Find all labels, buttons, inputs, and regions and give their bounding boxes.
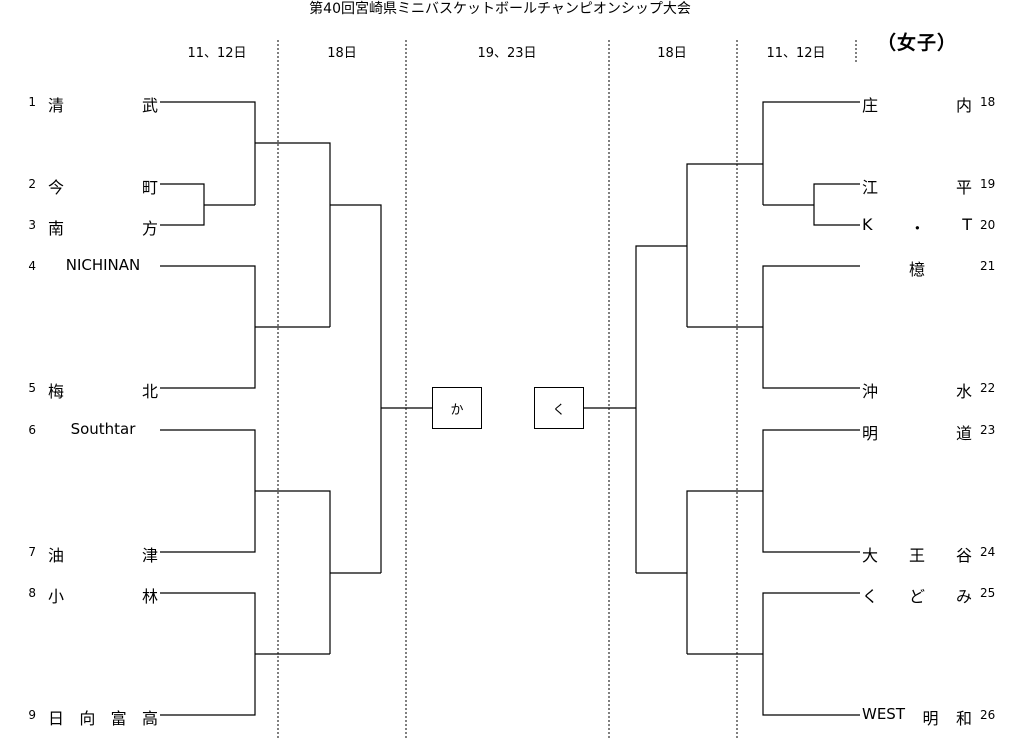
team-number: 18 [980, 95, 996, 109]
team-number: 4 [28, 259, 36, 273]
team-name: Southtar [70, 420, 136, 438]
team-number: 25 [980, 586, 996, 600]
team-number: 20 [980, 218, 996, 232]
team-number: 24 [980, 545, 996, 559]
team-name: 小林 [48, 587, 158, 606]
team-name: 梅北 [48, 382, 158, 401]
team-number: 26 [980, 708, 996, 722]
team-name: 日向富高 [48, 709, 158, 728]
team-name: K・T [862, 215, 972, 238]
team-name: 油津 [48, 546, 158, 565]
day-label-right-r1: 11、12日 [766, 46, 826, 61]
team-name: 今町 [48, 178, 158, 197]
team-name: 大王谷 [862, 546, 972, 565]
team-name: 明道 [862, 424, 972, 443]
team-name: 南方 [48, 219, 158, 238]
team-number: 9 [28, 708, 36, 722]
team-name: 江平 [862, 178, 972, 197]
team-number: 6 [28, 423, 36, 437]
team-number: 23 [980, 423, 996, 437]
team-name: 檍 [908, 260, 925, 279]
final-slot-right: く [534, 387, 584, 429]
team-number: 7 [28, 545, 36, 559]
day-label-right-r2: 18日 [657, 46, 687, 61]
team-name: 清武 [48, 96, 158, 115]
team-number: 5 [28, 381, 36, 395]
day-label-left-r2: 18日 [327, 46, 357, 61]
page-title: 第40回宮崎県ミニバスケットボールチャンピオンシップ大会 [309, 1, 691, 17]
team-name: 沖水 [862, 382, 972, 401]
day-label-center: 19、23日 [477, 46, 537, 61]
team-name: NICHINAN [65, 256, 141, 274]
team-name: 庄内 [862, 96, 972, 115]
team-name: くどみ [862, 587, 972, 606]
team-number: 3 [28, 218, 36, 232]
final-slot-left: か [432, 387, 482, 429]
team-number: 8 [28, 586, 36, 600]
team-number: 21 [980, 259, 996, 273]
category-label: （女子） [877, 32, 958, 54]
team-number: 19 [980, 177, 996, 191]
team-number: 1 [28, 95, 36, 109]
team-number: 2 [28, 177, 36, 191]
day-label-left-r1: 11、12日 [187, 46, 247, 61]
team-number: 22 [980, 381, 996, 395]
